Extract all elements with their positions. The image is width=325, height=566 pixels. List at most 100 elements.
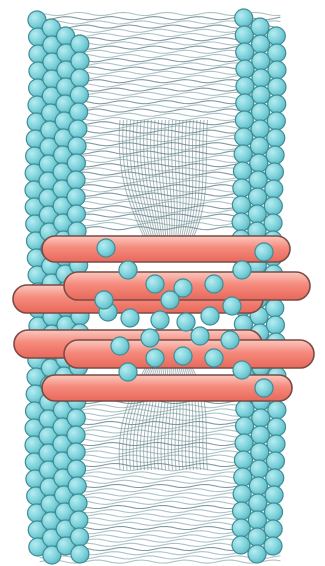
lipid-head	[266, 316, 284, 334]
lipid-head	[236, 77, 254, 95]
lipid-head	[251, 120, 269, 138]
lipid-head	[248, 205, 266, 223]
lipid-head	[233, 162, 251, 180]
lipid-head	[68, 137, 86, 155]
lipid-head	[248, 511, 266, 529]
lipid-head	[70, 86, 88, 104]
lipid-head	[146, 275, 164, 293]
lipid-head	[234, 468, 252, 486]
lipid-head	[252, 86, 270, 104]
lipid-head	[67, 154, 85, 172]
lipid-head	[266, 452, 284, 470]
lipid-head	[268, 95, 286, 113]
lipid-head	[251, 443, 269, 461]
lipid-head	[69, 120, 87, 138]
lipid-head	[71, 545, 89, 563]
lipid-head	[67, 409, 85, 427]
lipid-head	[250, 460, 268, 478]
lipid-head	[265, 180, 283, 198]
lipid-head	[267, 27, 285, 45]
lipid-head	[265, 163, 283, 181]
lipid-head	[121, 309, 139, 327]
lipid-head	[251, 426, 269, 444]
lipid-head	[232, 213, 250, 231]
lipid-head	[95, 291, 113, 309]
lipid-head	[221, 331, 239, 349]
lipid-head	[255, 243, 273, 261]
lipid-head	[177, 313, 195, 331]
lipid-head	[67, 188, 85, 206]
lipid-head	[248, 545, 266, 563]
lipid-head	[234, 451, 252, 469]
lipid-head	[255, 379, 273, 397]
lipid-tail	[188, 120, 208, 250]
lipid-head	[232, 519, 250, 537]
lipid-head	[266, 299, 284, 317]
lipid-head	[264, 214, 282, 232]
lipid-head	[252, 409, 270, 427]
lipid-head	[251, 18, 269, 36]
lipid-head	[233, 179, 251, 197]
lipid-head	[232, 536, 250, 554]
lipid-head	[201, 307, 219, 325]
lipid-head	[67, 443, 85, 461]
lipid-head	[265, 486, 283, 504]
lipid-head	[233, 502, 251, 520]
lipid-head	[249, 188, 267, 206]
lipid-head	[236, 60, 254, 78]
lipid-head	[232, 196, 250, 214]
lipid-head	[174, 347, 192, 365]
lipid-head	[265, 503, 283, 521]
lipid-head	[68, 477, 86, 495]
lipid-head	[69, 494, 87, 512]
lipid-head	[68, 460, 86, 478]
lipid-head	[248, 528, 266, 546]
lipid-head	[264, 520, 282, 538]
lipid-head	[233, 485, 251, 503]
lipid-head	[97, 239, 115, 257]
lipid-head	[267, 435, 285, 453]
lipid-head	[252, 103, 270, 121]
lipid-head	[268, 401, 286, 419]
lipid-head	[161, 291, 179, 309]
lipid-head	[70, 103, 88, 121]
lipid-head	[236, 43, 254, 61]
lipid-head	[249, 477, 267, 495]
lipid-head	[250, 137, 268, 155]
lipid-head	[236, 400, 254, 418]
lipid-head	[235, 434, 253, 452]
lipid-head	[236, 417, 254, 435]
lipid-head	[264, 537, 282, 555]
lipid-head	[249, 494, 267, 512]
lipid-head	[250, 154, 268, 172]
lipid-head	[268, 418, 286, 436]
lipid-head	[233, 361, 251, 379]
lipid-head	[119, 261, 137, 279]
lipid-head	[233, 261, 251, 279]
lipid-head	[267, 112, 285, 130]
lipid-head	[268, 61, 286, 79]
lipid-head	[191, 327, 209, 345]
peptide-helix	[42, 236, 290, 262]
lipid-head	[252, 69, 270, 87]
lipid-head	[223, 297, 241, 315]
lipid-head	[71, 528, 89, 546]
lipid-head	[205, 349, 223, 367]
lipid-head	[235, 128, 253, 146]
lipid-head	[205, 275, 223, 293]
lipid-head	[252, 52, 270, 70]
lipid-head	[151, 311, 169, 329]
lipid-head	[111, 337, 129, 355]
lipid-head	[70, 511, 88, 529]
lipid-head	[264, 197, 282, 215]
lipid-head	[267, 129, 285, 147]
lipid-head	[141, 329, 159, 347]
lipid-head	[252, 35, 270, 53]
lipid-head	[268, 44, 286, 62]
lipid-head	[67, 205, 85, 223]
lipid-head	[71, 69, 89, 87]
lipid-head	[266, 146, 284, 164]
lipid-head	[266, 469, 284, 487]
lipid-head	[71, 35, 89, 53]
